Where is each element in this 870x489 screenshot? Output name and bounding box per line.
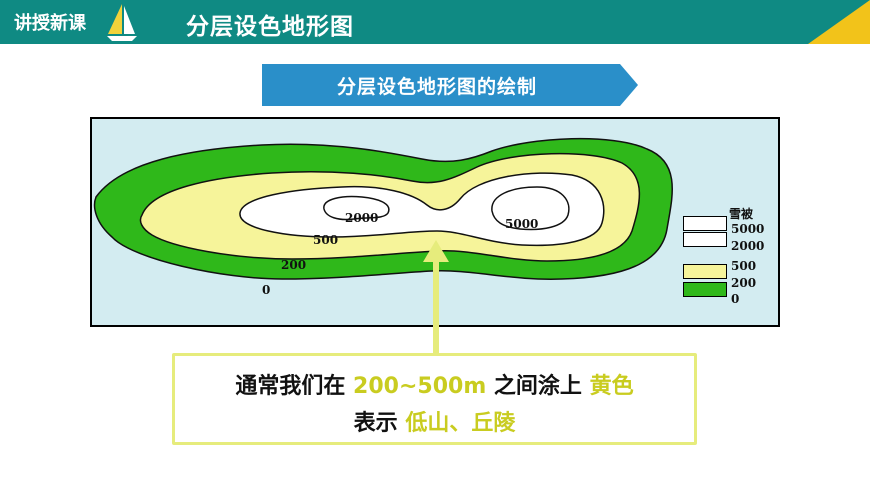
sailboat-icon bbox=[107, 4, 137, 41]
callout-line-2: 表示 低山、丘陵 bbox=[175, 405, 694, 437]
up-arrow-icon bbox=[423, 240, 449, 356]
legend-label-200: 200 bbox=[731, 276, 757, 290]
peak-5000 bbox=[491, 186, 570, 231]
section-tag-label: 讲授新课 bbox=[14, 13, 86, 34]
contour-label-200: 200 bbox=[281, 258, 307, 272]
legend-swatch-2000 bbox=[683, 232, 727, 247]
legend-swatch-200 bbox=[683, 282, 727, 297]
contour-label-0: 0 bbox=[262, 283, 271, 297]
page-title: 分层设色地形图 bbox=[186, 14, 354, 40]
legend-label-2000: 2000 bbox=[731, 239, 765, 253]
explanation-callout: 通常我们在 200~500m 之间涂上 黄色 表示 低山、丘陵 bbox=[172, 353, 697, 445]
title-bar bbox=[150, 0, 870, 44]
peak-2000 bbox=[323, 195, 390, 221]
callout-color: 黄色 bbox=[589, 374, 634, 399]
contour-map bbox=[93, 137, 673, 280]
subtitle: 分层设色地形图的绘制 bbox=[336, 76, 537, 98]
contour-label-5000: 5000 bbox=[505, 217, 539, 231]
legend-label-0: 0 bbox=[731, 292, 740, 306]
contour-label-500: 500 bbox=[313, 233, 339, 247]
contour-label-2000: 2000 bbox=[345, 211, 379, 225]
legend-label-5000: 5000 bbox=[731, 222, 765, 236]
callout-line2-prefix: 表示 bbox=[353, 411, 398, 436]
corner-decoration bbox=[808, 0, 870, 44]
callout-altitude-range: 200~500m bbox=[353, 374, 487, 399]
header-bar: 讲授新课 分层设色地形图 bbox=[0, 0, 870, 44]
subtitle-tab bbox=[262, 64, 638, 106]
legend-swatch-500 bbox=[683, 264, 727, 279]
callout-line-1: 通常我们在 200~500m 之间涂上 黄色 bbox=[175, 368, 694, 400]
legend-title: 雪被 bbox=[729, 207, 754, 221]
callout-prefix: 通常我们在 bbox=[235, 374, 346, 399]
legend-label-500: 500 bbox=[731, 259, 757, 273]
legend-swatch-5000 bbox=[683, 216, 727, 231]
callout-middle: 之间涂上 bbox=[493, 374, 582, 399]
callout-terrain: 低山、丘陵 bbox=[405, 411, 516, 436]
